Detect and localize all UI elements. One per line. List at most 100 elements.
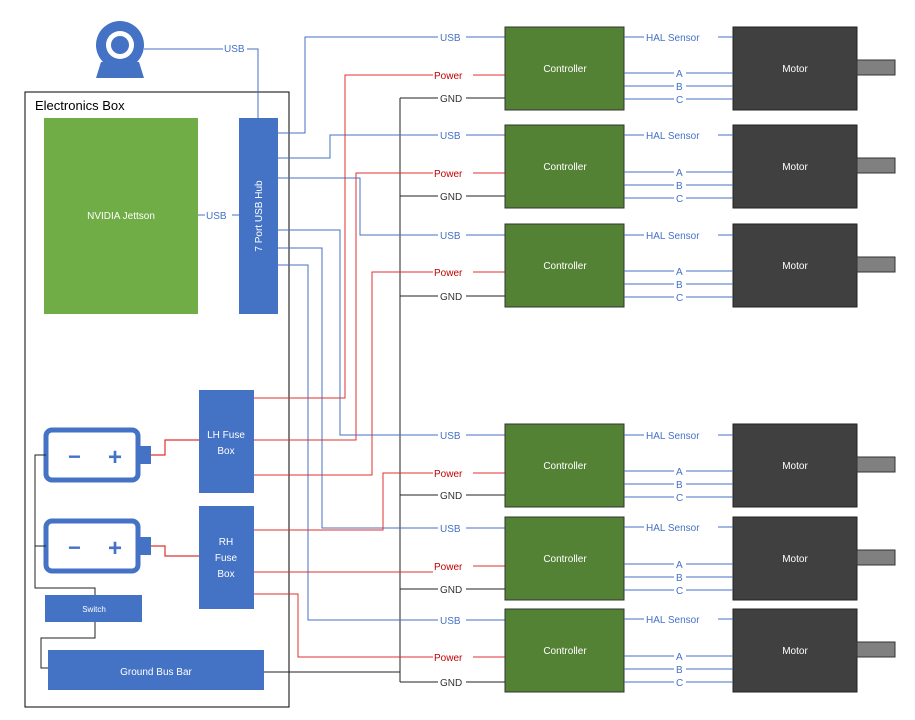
- ground-bus-bar: [48, 650, 264, 690]
- hal-label-3: HAL Sensor: [646, 231, 700, 242]
- motor-1: [732, 26, 858, 111]
- jetson-usb-label: USB: [206, 211, 227, 222]
- phase-c-6: C: [676, 678, 683, 689]
- motor-label-4: Motor: [782, 461, 808, 472]
- motor-label-5: Motor: [782, 554, 808, 565]
- battery-minus-1: −: [68, 444, 81, 469]
- controller-4: [504, 423, 625, 508]
- motor-label-1: Motor: [782, 64, 808, 75]
- usb-hub-label: 7 Port USB Hub: [254, 180, 265, 252]
- hal-label-2: HAL Sensor: [646, 131, 700, 142]
- controller-label-1: Controller: [543, 64, 587, 75]
- controller-6: [504, 608, 625, 693]
- controller-1: [504, 26, 625, 111]
- phase-c-5: C: [676, 586, 683, 597]
- controller-label-6: Controller: [543, 646, 587, 657]
- phase-c-4: C: [676, 493, 683, 504]
- power-labels: Power Power Power Power Power Power: [434, 71, 463, 664]
- controller-label-5: Controller: [543, 554, 587, 565]
- gnd-label-6: GND: [440, 678, 462, 689]
- phase-c-2: C: [676, 194, 683, 205]
- webcam-icon: [96, 21, 144, 78]
- rh-fuse-line2: Fuse: [215, 553, 238, 564]
- power-label-4: Power: [434, 469, 463, 480]
- ground-bus-label: Ground Bus Bar: [120, 667, 192, 678]
- lh-fuse-line1: LH Fuse: [207, 430, 245, 441]
- gnd-label-5: GND: [440, 585, 462, 596]
- motor-shaft-1: [856, 59, 896, 76]
- lh-fuse-line2: Box: [217, 446, 234, 457]
- channel-2: Controller Motor: [504, 124, 896, 209]
- power-label-3: Power: [434, 268, 463, 279]
- channel-1: Controller Motor: [504, 26, 896, 111]
- controller-label-4: Controller: [543, 461, 587, 472]
- power-label-1: Power: [434, 71, 463, 82]
- electronics-box: [24, 91, 290, 708]
- usb-label-5: USB: [440, 524, 461, 535]
- phase-labels: A B C A B C A B C A B C A B C A B C: [676, 69, 683, 689]
- motor-shaft-4: [856, 456, 896, 473]
- motor-label-3: Motor: [782, 261, 808, 272]
- gnd-label-3: GND: [440, 292, 462, 303]
- motor-5: [732, 516, 858, 601]
- motor-4: [732, 423, 858, 508]
- gnd-labels: GND GND GND GND GND GND: [440, 94, 462, 689]
- phase-a-2: A: [676, 168, 683, 179]
- phase-a-1: A: [676, 69, 683, 80]
- usb-label-3: USB: [440, 231, 461, 242]
- power-label-6: Power: [434, 653, 463, 664]
- usb-label-4: USB: [440, 431, 461, 442]
- phase-b-3: B: [676, 280, 683, 291]
- hal-label-5: HAL Sensor: [646, 523, 700, 534]
- motor-shaft-3: [856, 256, 896, 273]
- rh-fuse-line3: Box: [217, 569, 234, 580]
- phase-a-3: A: [676, 267, 683, 278]
- motor-6: [732, 608, 858, 693]
- hal-label-4: HAL Sensor: [646, 431, 700, 442]
- motor-label-6: Motor: [782, 646, 808, 657]
- controller-2: [504, 124, 625, 209]
- motor-2: [732, 124, 858, 209]
- rh-fuse-box: [199, 506, 254, 609]
- controller-5: [504, 516, 625, 601]
- usb-hub: [239, 118, 278, 314]
- controller-label-3: Controller: [543, 261, 587, 272]
- phase-b-2: B: [676, 181, 683, 192]
- camera-usb-label: USB: [224, 44, 245, 55]
- motor-shaft-6: [856, 641, 896, 658]
- channel-4: Controller Motor: [504, 423, 896, 508]
- controller-label-2: Controller: [543, 162, 587, 173]
- battery-plus-1: +: [108, 444, 122, 471]
- battery-minus-2: −: [68, 535, 81, 560]
- switch-label: Switch: [82, 605, 106, 614]
- phase-a-5: A: [676, 560, 683, 571]
- channel-6: Controller Motor: [504, 608, 896, 693]
- switch: [45, 595, 142, 622]
- rh-fuse-line1: RH: [219, 537, 233, 548]
- gnd-label-1: GND: [440, 94, 462, 105]
- channel-3: Controller Motor: [504, 223, 896, 308]
- phase-b-5: B: [676, 573, 683, 584]
- rh-battery-icon: − +: [43, 518, 151, 574]
- usb-label-6: USB: [440, 616, 461, 627]
- jetson-label: NVIDIA Jettson: [87, 211, 155, 222]
- gnd-label-2: GND: [440, 192, 462, 203]
- usb-label-1: USB: [440, 33, 461, 44]
- phase-b-6: B: [676, 665, 683, 676]
- channel-5: Controller Motor: [504, 516, 896, 601]
- phase-c-3: C: [676, 293, 683, 304]
- controller-3: [504, 223, 625, 308]
- battery-plus-2: +: [108, 535, 122, 562]
- phase-b-1: B: [676, 82, 683, 93]
- nvidia-jetson: [44, 118, 198, 314]
- phase-a-4: A: [676, 467, 683, 478]
- electronics-box-title: Electronics Box: [35, 98, 125, 113]
- phase-b-4: B: [676, 480, 683, 491]
- power-label-2: Power: [434, 169, 463, 180]
- power-label-5: Power: [434, 562, 463, 573]
- motor-shaft-2: [856, 157, 896, 174]
- usb-label-2: USB: [440, 131, 461, 142]
- hal-label-1: HAL Sensor: [646, 33, 700, 44]
- motor-label-2: Motor: [782, 162, 808, 173]
